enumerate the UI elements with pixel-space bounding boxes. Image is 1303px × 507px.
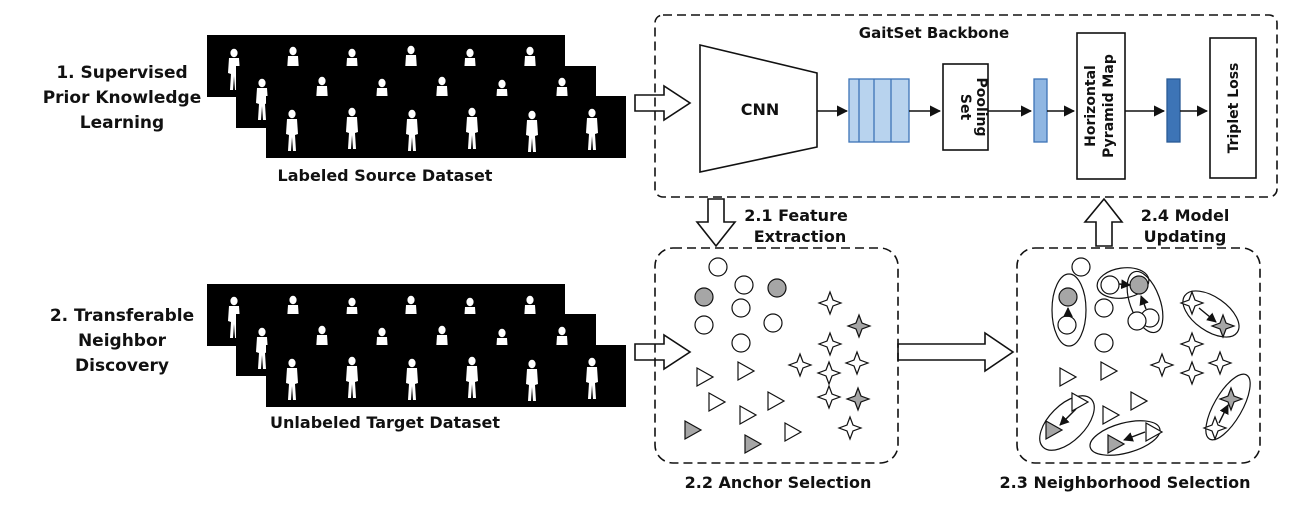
model-updating-arrow [1083,197,1124,247]
neighborhood-samples [1039,257,1251,456]
target-silhouette-strips [207,284,626,407]
hpm-label-2: Pyramid Map [1101,54,1117,158]
source-strip-3 [266,96,626,158]
source-to-backbone-arrow [634,84,692,122]
feature-extraction-label-1: 2.1 Feature [744,206,848,225]
hpm-output-vector [1166,78,1181,143]
model-updating-label-1: 2.4 Model [1141,206,1230,225]
cnn-label: CNN [741,100,780,119]
anchor-selection-label: 2.2 Anchor Selection [685,473,872,492]
neighborhood-selection-label: 2.3 Neighborhood Selection [1000,473,1251,492]
cnn-block [699,43,818,173]
stage1-line2: Prior Knowledge [43,88,202,108]
triplet-loss-box [1209,37,1257,179]
neighbor-arrows [1059,279,1229,442]
feature-extraction-label-2: Extraction [754,227,847,246]
stage2-line2: Neighbor [78,331,167,351]
backbone-box [654,14,1278,198]
target-to-anchor-arrow [634,333,692,371]
hpm-label-1: Horizontal [1083,65,1099,147]
anchor-selection-box [654,247,899,464]
stage1-line3: Learning [80,113,164,133]
set-pooling-label-2: Pooling [973,77,989,136]
source-silhouette-strips [207,35,626,158]
source-dataset-label: Labeled Source Dataset [278,166,493,185]
feature-extraction-arrow [695,198,737,248]
anchor-to-neighborhood-arrow [897,331,1015,373]
set-pooling-label-1: Set [957,94,973,121]
anchor-samples [684,257,872,455]
pooled-feature-vector [1033,78,1048,143]
hpm-box [1076,32,1126,180]
target-strip-3 [266,345,626,407]
target-dataset-label: Unlabeled Target Dataset [270,413,500,432]
neighborhood-selection-box [1016,247,1261,464]
set-pooling-box [942,63,989,151]
stage1-line1: 1. Supervised [56,63,187,83]
stage2-line1: 2. Transferable [50,306,194,326]
backbone-title: GaitSet Backbone [859,24,1009,42]
feature-maps [848,78,910,143]
triplet-loss-label: Triplet Loss [1226,63,1242,154]
stage2-line3: Discovery [75,356,169,376]
model-updating-label-2: Updating [1144,227,1227,246]
